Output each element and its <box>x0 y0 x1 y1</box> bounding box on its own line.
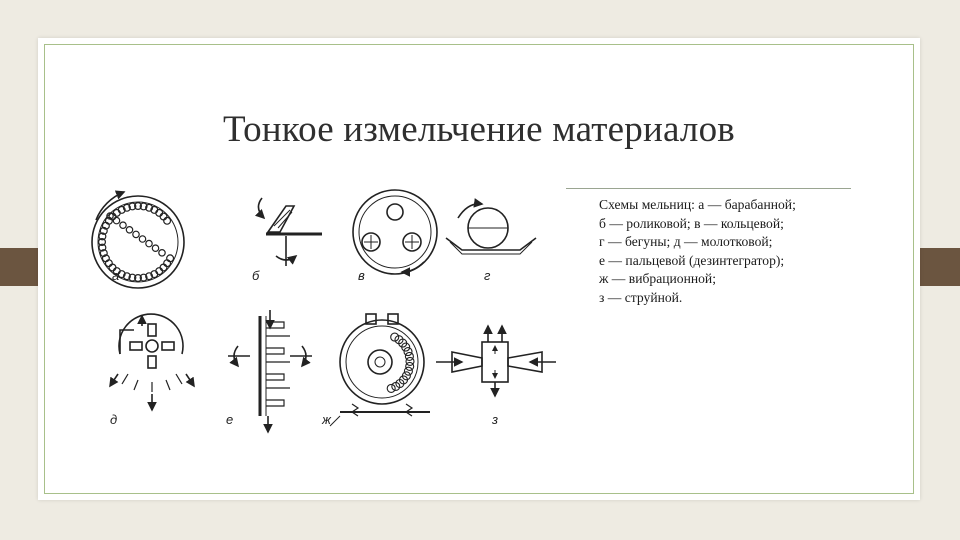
ball-icon <box>128 273 137 282</box>
mill-schemes-figure: а б в г д е ж з <box>90 176 566 436</box>
scheme-g-edge-runner <box>445 198 537 255</box>
scheme-z-jet-mill <box>436 324 556 398</box>
slide-frame <box>44 44 914 494</box>
ball-icon <box>145 239 153 248</box>
drum-balls <box>98 202 175 282</box>
ball-icon <box>401 342 411 352</box>
scheme-v-ring-mill <box>352 189 438 277</box>
ball-icon <box>403 347 413 357</box>
ball-icon <box>151 244 160 253</box>
scheme-zh-vibration-mill <box>329 313 430 427</box>
ball-icon <box>386 383 396 393</box>
ball-icon <box>405 361 415 371</box>
label-e: е <box>226 412 233 427</box>
ball-icon <box>163 216 172 225</box>
ball-icon <box>98 243 107 252</box>
ball-icon <box>159 263 168 272</box>
ball-icon <box>133 273 142 282</box>
scheme-d-hammer-mill <box>109 313 195 412</box>
ball-icon <box>138 235 147 243</box>
ball-icon <box>139 202 148 211</box>
ball-icon <box>98 232 107 241</box>
ball-icon <box>98 237 107 246</box>
slide: Тонкое измельчение материалов <box>38 38 920 500</box>
ball-icon <box>139 273 148 282</box>
label-d: д <box>110 412 117 427</box>
label-a: а <box>112 268 119 283</box>
caption-rule <box>565 188 851 189</box>
ball-icon <box>122 272 131 281</box>
ball-icon <box>145 272 154 281</box>
vibration-balls <box>386 332 415 393</box>
ball-icon <box>132 230 140 239</box>
ball-icon <box>158 249 166 257</box>
ball-icon <box>112 216 121 225</box>
ball-icon <box>145 203 154 212</box>
ball-icon <box>404 351 414 361</box>
ball-icon <box>101 254 110 263</box>
caption-line: б — роликовой; в — кольцевой; <box>599 215 784 231</box>
ball-icon <box>128 202 137 211</box>
ball-icon <box>99 226 108 235</box>
slide-title: Тонкое измельчение материалов <box>223 109 735 150</box>
ball-icon <box>125 225 134 234</box>
ball-icon <box>403 366 413 376</box>
label-b: б <box>252 268 260 283</box>
ball-icon <box>119 221 127 230</box>
ball-icon <box>391 381 401 391</box>
scheme-a-drum-mill <box>91 190 185 289</box>
mill-schemes-svg: а б в г д е ж з <box>91 189 556 434</box>
caption-line: г — бегуны; д — молотковой; <box>599 234 773 250</box>
label-zh: ж <box>321 412 332 427</box>
ball-icon <box>150 270 159 279</box>
ball-icon <box>99 249 108 258</box>
label-v: в <box>358 268 365 283</box>
ball-icon <box>117 205 126 214</box>
scheme-b-roller-mill <box>254 197 322 266</box>
ball-icon <box>106 212 114 220</box>
ball-icon <box>122 203 131 212</box>
caption-text: Схемы мельниц: а — барабанной; б — ролик… <box>599 196 899 308</box>
caption-line: з — струйной. <box>599 289 683 305</box>
ball-icon <box>405 356 415 366</box>
caption-line: ж — вибрационной; <box>599 271 716 287</box>
ball-icon <box>159 212 168 221</box>
label-z: з <box>491 412 498 427</box>
caption-line: Схемы мельниц: а — барабанной; <box>599 197 796 212</box>
caption-line: е — пальцевой (дезинтегратор); <box>599 252 785 268</box>
label-g: г <box>484 268 491 283</box>
scheme-e-pin-mill <box>228 310 312 434</box>
ball-icon <box>133 202 142 211</box>
